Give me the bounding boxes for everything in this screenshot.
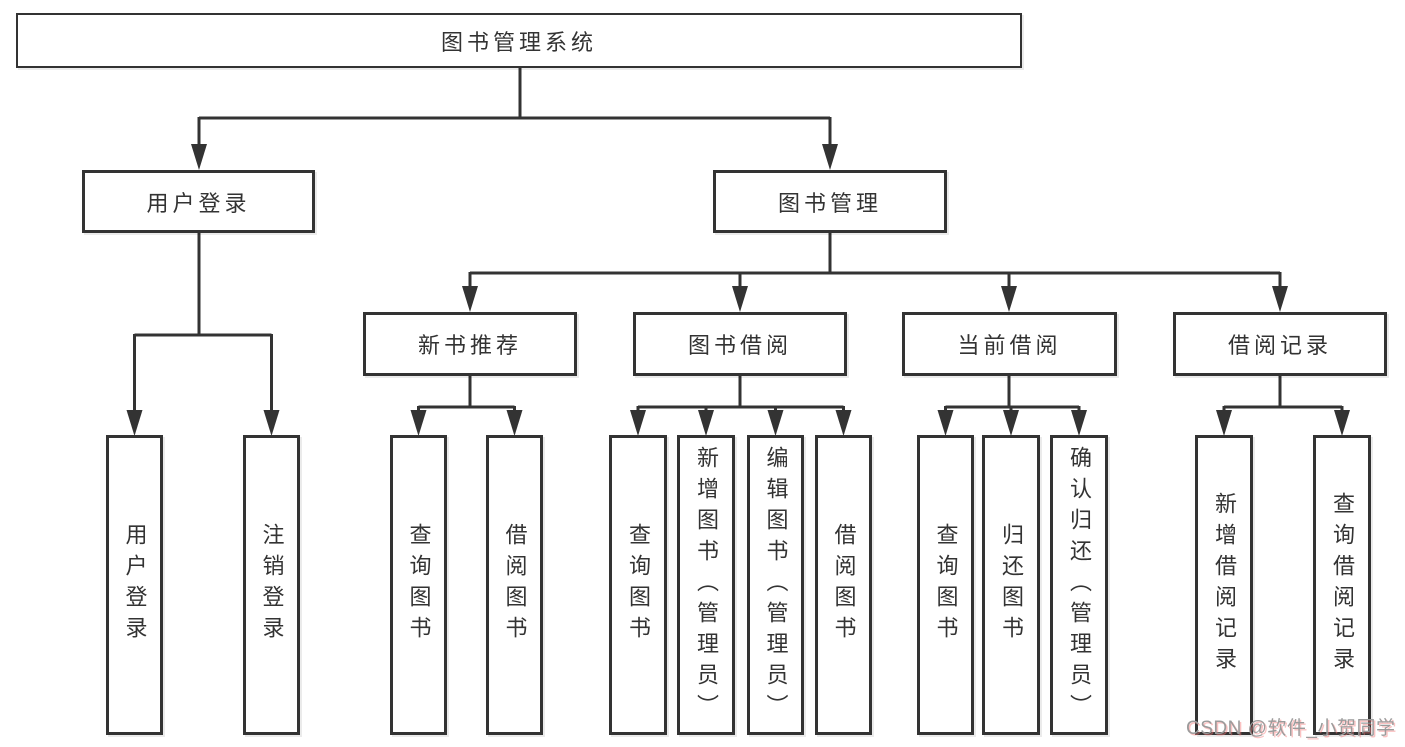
leaf-logout: 注销登录 bbox=[243, 435, 300, 735]
leaf-label: 借阅图书 bbox=[831, 523, 857, 647]
leaf-label: 查询图书 bbox=[933, 523, 959, 647]
node-label: 图书管理系统 bbox=[440, 29, 597, 55]
leaf-query-borrow-record: 查询借阅记录 bbox=[1313, 435, 1371, 735]
leaf-label: 借阅图书 bbox=[502, 523, 528, 647]
leaf-label: 新增借阅记录 bbox=[1212, 492, 1237, 678]
csdn-watermark: CSDN @软件_小贺同学 bbox=[1186, 718, 1396, 739]
node-label: 借阅记录 bbox=[1227, 333, 1332, 358]
node-label: 当前借阅 bbox=[957, 333, 1062, 358]
leaf-label: 注销登录 bbox=[259, 523, 285, 647]
leaf-confirm-return-admin: 确认归还（管理员） bbox=[1050, 435, 1108, 735]
node-new-book-recommend: 新书推荐 bbox=[363, 312, 577, 376]
node-label: 图书借阅 bbox=[687, 333, 792, 358]
leaf-query-book-recommend: 查询图书 bbox=[390, 435, 447, 735]
leaf-return-book: 归还图书 bbox=[982, 435, 1040, 735]
leaf-label: 确认归还（管理员） bbox=[1067, 445, 1092, 725]
node-label: 用户登录 bbox=[146, 190, 251, 216]
node-book-management: 图书管理 bbox=[713, 170, 947, 233]
node-current-borrowing: 当前借阅 bbox=[902, 312, 1117, 376]
leaf-borrow-book-borrowing: 借阅图书 bbox=[815, 435, 872, 735]
leaf-add-book-admin: 新增图书（管理员） bbox=[677, 435, 735, 735]
leaf-borrow-book-recommend: 借阅图书 bbox=[486, 435, 543, 735]
leaf-query-book-borrowing: 查询图书 bbox=[609, 435, 667, 735]
leaf-add-borrow-record: 新增借阅记录 bbox=[1195, 435, 1253, 735]
node-library-system: 图书管理系统 bbox=[16, 13, 1022, 68]
leaf-label: 查询图书 bbox=[406, 523, 432, 647]
leaf-label: 查询借阅记录 bbox=[1330, 492, 1355, 678]
leaf-label: 编辑图书（管理员） bbox=[763, 445, 789, 725]
leaf-label: 查询图书 bbox=[626, 523, 651, 647]
node-label: 新书推荐 bbox=[417, 333, 522, 358]
node-user-login: 用户登录 bbox=[82, 170, 315, 233]
node-label: 图书管理 bbox=[777, 190, 882, 216]
leaf-label: 归还图书 bbox=[999, 523, 1024, 647]
leaf-edit-book-admin: 编辑图书（管理员） bbox=[747, 435, 804, 735]
leaf-user-login: 用户登录 bbox=[106, 435, 163, 735]
node-borrow-records: 借阅记录 bbox=[1173, 312, 1387, 376]
leaf-query-book-current: 查询图书 bbox=[917, 435, 974, 735]
leaf-label: 用户登录 bbox=[122, 523, 148, 647]
leaf-label: 新增图书（管理员） bbox=[694, 445, 719, 725]
node-book-borrowing: 图书借阅 bbox=[633, 312, 847, 376]
